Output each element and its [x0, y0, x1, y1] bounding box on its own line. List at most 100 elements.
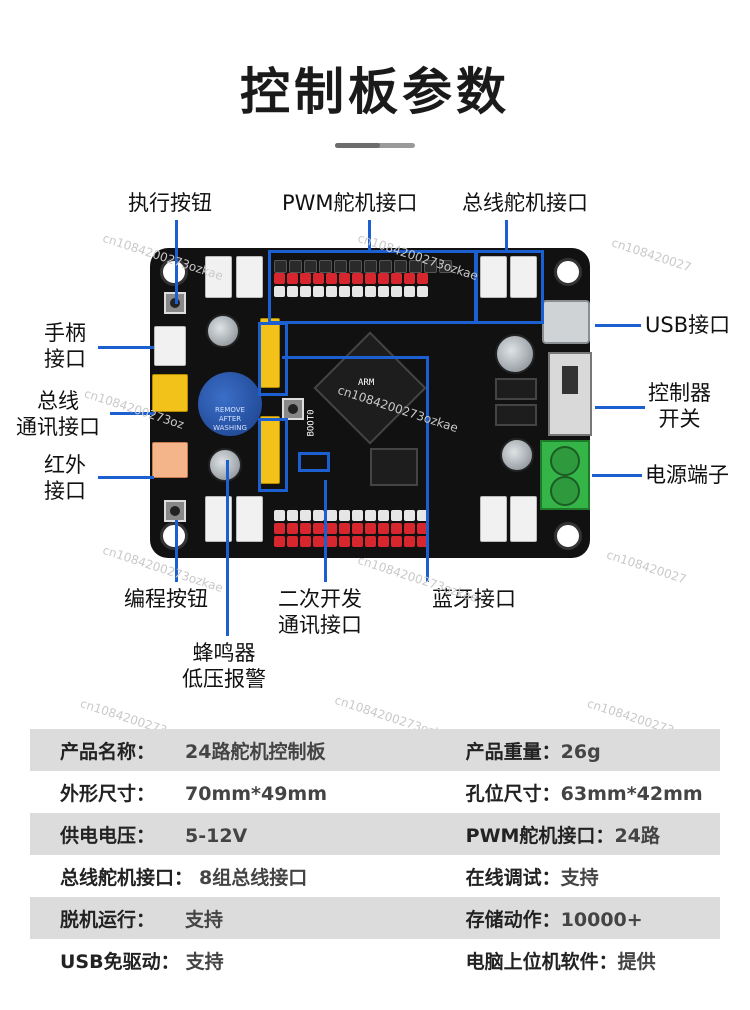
- driver-chip: [370, 448, 418, 486]
- spec-value: 支持: [185, 950, 224, 973]
- buzzer: REMOVE AFTER WASHING: [198, 372, 262, 436]
- spec-key: 电脑上位机软件：: [465, 950, 618, 973]
- spec-row-right: 电脑上位机软件：提供: [466, 939, 720, 981]
- callout-bus-comm-port: 总线通讯接口: [16, 389, 100, 439]
- callout-ctrl-switch: 控制器开关: [648, 381, 711, 431]
- callout-pwm-servo-port: PWM舵机接口: [282, 191, 418, 215]
- leader-line: [175, 220, 178, 304]
- mount-hole: [554, 522, 582, 550]
- leader-line: [282, 356, 428, 359]
- spec-row-left: USB免驱动：支持: [30, 939, 466, 981]
- buzzer-silk: REMOVE AFTER WASHING: [213, 406, 247, 432]
- mount-hole: [554, 258, 582, 286]
- callout-usb-port: USB接口: [645, 313, 731, 337]
- pwm-header-top-power: [274, 273, 428, 284]
- spec-value: 支持: [560, 866, 599, 889]
- boot-label: BOOT0: [306, 409, 317, 437]
- bluetooth-highlight-box: [258, 322, 288, 396]
- bus-servo-connector: [480, 256, 507, 298]
- spec-key: PWM舵机接口：: [465, 824, 615, 847]
- boot-highlight-box: [298, 452, 330, 472]
- mount-hole: [160, 258, 188, 286]
- leader-line: [505, 220, 508, 250]
- spec-value: 支持: [185, 908, 224, 931]
- leader-line: [98, 346, 154, 349]
- leader-line: [226, 460, 229, 636]
- spec-key: 产品重量：: [465, 740, 561, 763]
- diode: [495, 404, 537, 426]
- capacitor: [500, 438, 534, 472]
- spec-row-right: 产品重量：26g: [465, 729, 720, 771]
- servo-connector: [205, 256, 232, 298]
- leader-line: [592, 474, 642, 477]
- power-terminal-block: [540, 440, 590, 510]
- capacitor: [206, 314, 240, 348]
- spec-key: 孔位尺寸：: [465, 782, 561, 805]
- title-underline: [335, 143, 415, 148]
- bus-comm-connector: [152, 374, 188, 412]
- spec-row: USB免驱动：支持电脑上位机软件：提供: [30, 939, 720, 981]
- spec-value: 10000+: [560, 908, 643, 931]
- usb-c-connector: [542, 300, 590, 344]
- mcu-label: ARM: [358, 378, 375, 388]
- spec-row-right: 存储动作：10000+: [465, 897, 720, 939]
- spec-value: 24路舵机控制板: [185, 740, 326, 763]
- bus-servo-connector: [480, 496, 507, 542]
- bus-servo-highlight-box: [474, 250, 544, 324]
- control-board: REMOVE AFTER WASHING ARM BOOT0: [150, 248, 592, 558]
- spec-value: 63mm*42mm: [560, 782, 703, 805]
- spec-row-right: PWM舵机接口：24路: [465, 813, 720, 855]
- callout-program-button: 编程按钮: [124, 587, 208, 611]
- leader-line: [595, 324, 641, 327]
- reset-button-part: [282, 398, 304, 420]
- mcu-chip: [313, 331, 427, 445]
- spec-row-left: 产品名称： 24路舵机控制板: [30, 729, 466, 771]
- spec-row-left: 总线舵机接口：8组总线接口: [30, 855, 466, 897]
- callout-gamepad-port: 手柄接口: [44, 321, 86, 371]
- callout-bus-servo-port: 总线舵机接口: [462, 191, 588, 215]
- callout-execute-button: 执行按钮: [128, 191, 212, 215]
- capacitor: [495, 334, 535, 374]
- spec-key: 总线舵机接口：: [60, 866, 194, 889]
- leader-line: [595, 406, 645, 409]
- leader-line: [175, 520, 178, 582]
- spec-row: 脱机运行：支持存储动作：10000+: [30, 897, 720, 939]
- spec-key: 存储动作：: [465, 908, 561, 931]
- spec-key: 外形尺寸：: [60, 782, 156, 805]
- leader-line: [324, 480, 327, 582]
- callout-power-terminal: 电源端子: [645, 463, 729, 487]
- page-title: 控制板参数: [240, 63, 510, 121]
- callout-buzzer: 蜂鸣器低压报警: [182, 641, 266, 691]
- leader-line: [368, 220, 371, 250]
- pwm-header-bottom-ground: [274, 510, 428, 521]
- leader-line: [98, 476, 154, 479]
- callout-bluetooth-port: 蓝牙接口: [432, 587, 516, 611]
- spec-value: 5-12V: [185, 824, 248, 847]
- spec-table: 产品名称： 24路舵机控制板 产品重量：26g 外形尺寸： 70mm*49mm 孔位尺寸：…: [30, 729, 720, 981]
- spec-row-right: 孔位尺寸：63mm*42mm: [466, 771, 720, 813]
- spec-value: 26g: [560, 740, 601, 763]
- spec-row-right: 在线调试：支持: [466, 855, 720, 897]
- spec-row: 产品名称： 24路舵机控制板 产品重量：26g: [30, 729, 720, 771]
- dev-comm-highlight-box: [258, 418, 288, 492]
- callout-dev-comm-port: 二次开发通讯接口: [278, 587, 362, 637]
- spec-row-left: 脱机运行：支持: [30, 897, 466, 939]
- spec-row: 供电电压： 5-12V PWM舵机接口：24路: [30, 813, 720, 855]
- leader-line: [426, 356, 429, 582]
- spec-row-left: 外形尺寸： 70mm*49mm: [30, 771, 466, 813]
- spec-key: USB免驱动：: [60, 950, 180, 973]
- spec-value: 70mm*49mm: [185, 782, 328, 805]
- servo-connector: [236, 256, 263, 298]
- callout-ir-port: 红外接口: [44, 453, 86, 503]
- board-diagram: REMOVE AFTER WASHING ARM BOOT0: [0, 170, 750, 700]
- spec-key: 供电电压：: [60, 824, 156, 847]
- spec-key: 产品名称：: [60, 740, 156, 763]
- spec-row-left: 供电电压： 5-12V: [30, 813, 466, 855]
- capacitor: [208, 448, 242, 482]
- bus-servo-connector: [510, 256, 537, 298]
- power-switch: [548, 352, 592, 436]
- servo-connector: [236, 496, 263, 542]
- program-button-part: [164, 500, 186, 522]
- leader-line: [110, 412, 154, 415]
- pwm-header-bottom-power: [274, 523, 428, 534]
